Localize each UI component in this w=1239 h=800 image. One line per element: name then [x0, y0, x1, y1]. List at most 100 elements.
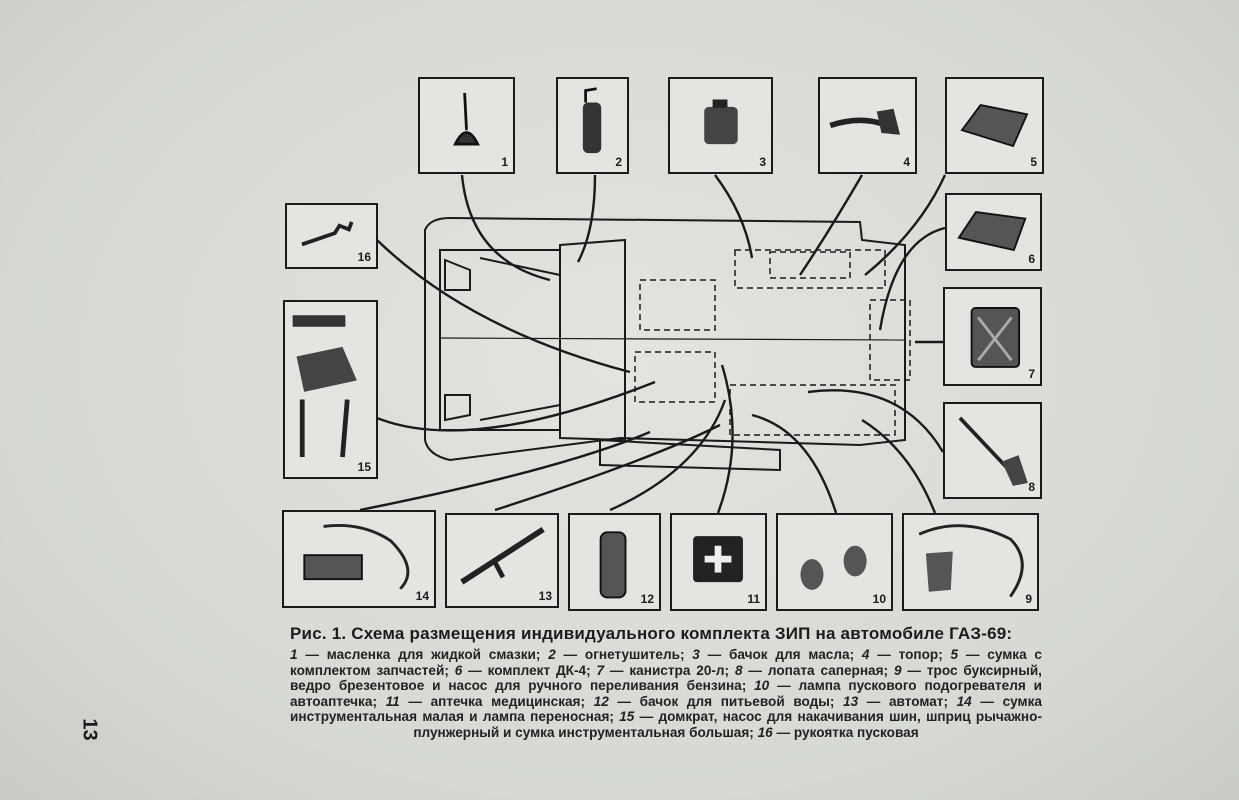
item-box-2-extinguisher: 2 [556, 77, 629, 174]
legend-text: лопата саперная [767, 662, 884, 678]
box-number: 7 [1028, 367, 1035, 381]
legend-item: 10 — лампа пускового подогревателя и авт… [290, 678, 1042, 709]
oil-can-icon [704, 99, 738, 145]
legend-item: 12 — бачок для питьевой воды; [593, 693, 844, 709]
fire-extinguisher-icon [582, 87, 602, 154]
crank-handle-icon [301, 221, 354, 247]
box-number: 8 [1028, 480, 1035, 494]
legend-number: 13 [843, 693, 859, 709]
tow-cable-bucket-icon [918, 524, 1024, 598]
box-number: 4 [903, 155, 910, 169]
medkit-icon [693, 536, 743, 583]
box-number: 6 [1028, 252, 1035, 266]
tool-bag-lamp-icon [303, 524, 410, 590]
legend-text: бачок для масла [728, 647, 850, 662]
item-box-3-oil-can: 3 [668, 77, 773, 174]
legend-number: 5 [950, 647, 959, 662]
jerrycan-icon [970, 307, 1021, 368]
legend-text: автомат [889, 693, 944, 709]
legend-number: 6 [454, 662, 463, 678]
legend-text: сумка инструментальная малая и лампа пер… [290, 693, 1042, 725]
legend-item: 14 — сумка инструментальная малая и ламп… [290, 693, 1042, 725]
legend-item: 1 — масленка для жидкой смазки; [290, 647, 549, 662]
item-box-5-parts-bag: 5 [945, 77, 1044, 174]
legend-number: 7 [596, 662, 605, 678]
dk4-kit-icon [957, 211, 1027, 252]
parts-bag-icon [960, 104, 1029, 148]
legend-text: аптечка медицинская [430, 693, 581, 709]
legend-text: канистра 20-л [629, 662, 725, 678]
arrows [359, 174, 947, 514]
legend-number: 11 [385, 693, 400, 709]
legend-number: 4 [861, 647, 870, 662]
axe-icon [829, 108, 901, 135]
rifle-icon [460, 526, 545, 585]
legend-item: 4 — топор; [861, 647, 951, 662]
item-box-8-shovel: 8 [943, 402, 1042, 499]
jack-pump-icon [292, 315, 357, 458]
box-number: 12 [640, 592, 654, 606]
legend-number: 15 [619, 709, 635, 724]
legend-number: 8 [734, 662, 743, 678]
box-number: 10 [872, 592, 886, 606]
legend-item: 3 — бачок для масла; [692, 647, 862, 662]
legend-item: 9 — трос буксирный, ведро брезентовое и … [290, 662, 1042, 694]
legend-number: 2 [548, 647, 556, 662]
item-box-16-crank-handle: 16 [285, 203, 378, 269]
box-number: 11 [747, 592, 760, 606]
legend-number: 1 [290, 647, 298, 662]
item-box-9-tow-cable: 9 [902, 513, 1039, 611]
item-box-11-medkit: 11 [670, 513, 767, 611]
item-box-13-rifle: 13 [445, 513, 559, 608]
legend-number: 12 [593, 693, 609, 709]
legend-number: 3 [692, 647, 700, 662]
legend-item: 7 — канистра 20-л; [596, 662, 735, 678]
lamp-kit-icon [800, 545, 867, 590]
legend-item: 13 — автомат; [843, 693, 957, 709]
legend-item: 15 — домкрат, насос для накачивания шин,… [413, 709, 1042, 740]
box-number: 14 [415, 589, 429, 603]
car-outline [424, 216, 906, 462]
item-box-10-lamp-firstaid: 10 [776, 513, 893, 611]
legend-item: 16 — рукоятка пусковая [757, 724, 919, 740]
legend-text: топор [898, 647, 939, 662]
legend-number: 16 [757, 724, 773, 740]
figure-title: Рис. 1. Схема размещения индивидуального… [290, 624, 1042, 644]
figure-caption: Рис. 1. Схема размещения индивидуального… [290, 624, 1042, 740]
item-box-1-oiler: 1 [418, 77, 515, 174]
legend-text: огнетушитель [584, 647, 680, 662]
oiler-icon [453, 92, 480, 146]
box-number: 9 [1025, 592, 1032, 606]
box-number: 16 [357, 250, 371, 264]
legend-number: 10 [754, 678, 770, 693]
item-box-12-water-flask: 12 [568, 513, 661, 611]
water-flask-icon [599, 531, 627, 599]
item-box-4-axe: 4 [818, 77, 917, 174]
box-number: 1 [501, 155, 508, 169]
legend-text: домкрат, насос для накачивания шин, шпри… [413, 709, 1042, 740]
page-number: 13 [78, 718, 101, 741]
figure-title-text: Схема размещения индивидуального комплек… [351, 624, 1013, 643]
figure-legend: 1 — масленка для жидкой смазки; 2 — огне… [290, 647, 1042, 740]
legend-text: масленка для жидкой смазки [326, 647, 536, 662]
legend-item: 11 — аптечка медицинская; [385, 693, 594, 709]
legend-item: 8 — лопата саперная; [734, 662, 894, 678]
box-number: 13 [538, 589, 552, 603]
legend-item: 2 — огнетушитель; [548, 647, 693, 662]
box-number: 15 [357, 460, 371, 474]
box-number: 3 [759, 155, 766, 169]
legend-text: бачок для питьевой воды [639, 693, 830, 709]
item-box-14-tool-bag: 14 [282, 510, 436, 608]
legend-item: 5 — сумка с комплектом запчастей; [290, 647, 1042, 678]
figure-label: Рис. 1. [290, 624, 347, 643]
box-number: 5 [1030, 155, 1037, 169]
legend-text: трос буксирный, ведро брезентовое и насо… [290, 662, 1042, 694]
legend-text: комплект ДК-4 [487, 662, 587, 678]
item-box-15-jack-pump: 15 [283, 300, 378, 479]
legend-item: 6 — комплект ДК-4; [454, 662, 597, 678]
box-number: 2 [615, 155, 622, 169]
item-box-6-dk4-kit: 6 [945, 193, 1042, 271]
legend-number: 14 [956, 693, 972, 709]
